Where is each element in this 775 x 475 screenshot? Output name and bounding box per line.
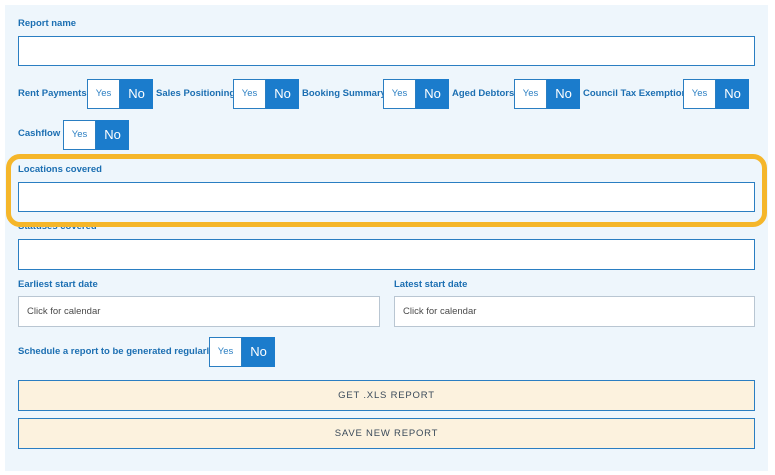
sales-positioning-no-button[interactable]: No <box>266 79 299 109</box>
save-new-report-button[interactable]: SAVE NEW REPORT <box>18 418 755 449</box>
earliest-start-date-label: Earliest start date <box>18 279 98 290</box>
booking-summary-toggle[interactable]: Yes No <box>383 79 449 109</box>
council-tax-exemption-toggle[interactable]: Yes No <box>683 79 749 109</box>
aged-debtors-label: Aged Debtors <box>452 88 515 99</box>
schedule-toggle[interactable]: Yes No <box>209 337 275 367</box>
cashflow-yes-button[interactable]: Yes <box>63 120 96 150</box>
schedule-label: Schedule a report to be generated regula… <box>18 346 221 357</box>
locations-covered-label: Locations covered <box>18 164 102 175</box>
aged-debtors-yes-button[interactable]: Yes <box>514 79 547 109</box>
rent-payments-label: Rent Payments <box>18 88 87 99</box>
statuses-covered-label: Statuses covered <box>18 221 97 232</box>
council-tax-exemption-no-button[interactable]: No <box>716 79 749 109</box>
aged-debtors-toggle[interactable]: Yes No <box>514 79 580 109</box>
locations-covered-input[interactable] <box>18 182 755 212</box>
schedule-no-button[interactable]: No <box>242 337 275 367</box>
council-tax-exemption-yes-button[interactable]: Yes <box>683 79 716 109</box>
aged-debtors-no-button[interactable]: No <box>547 79 580 109</box>
latest-start-date-label: Latest start date <box>394 279 468 290</box>
earliest-start-date-input[interactable]: Click for calendar <box>18 296 380 327</box>
sales-positioning-toggle[interactable]: Yes No <box>233 79 299 109</box>
report-name-label: Report name <box>18 18 77 29</box>
booking-summary-yes-button[interactable]: Yes <box>383 79 416 109</box>
latest-start-date-input[interactable]: Click for calendar <box>394 296 755 327</box>
get-xls-report-button[interactable]: GET .XLS REPORT <box>18 380 755 411</box>
booking-summary-no-button[interactable]: No <box>416 79 449 109</box>
sales-positioning-label: Sales Positioning <box>156 88 236 99</box>
cashflow-label: Cashflow <box>18 128 61 139</box>
cashflow-no-button[interactable]: No <box>96 120 129 150</box>
council-tax-exemption-label: Council Tax Exemption <box>583 88 688 99</box>
rent-payments-yes-button[interactable]: Yes <box>87 79 120 109</box>
rent-payments-toggle[interactable]: Yes No <box>87 79 153 109</box>
sales-positioning-yes-button[interactable]: Yes <box>233 79 266 109</box>
report-name-input[interactable] <box>18 36 755 66</box>
rent-payments-no-button[interactable]: No <box>120 79 153 109</box>
statuses-covered-input[interactable] <box>18 239 755 270</box>
schedule-yes-button[interactable]: Yes <box>209 337 242 367</box>
cashflow-toggle[interactable]: Yes No <box>63 120 129 150</box>
booking-summary-label: Booking Summary <box>302 88 386 99</box>
